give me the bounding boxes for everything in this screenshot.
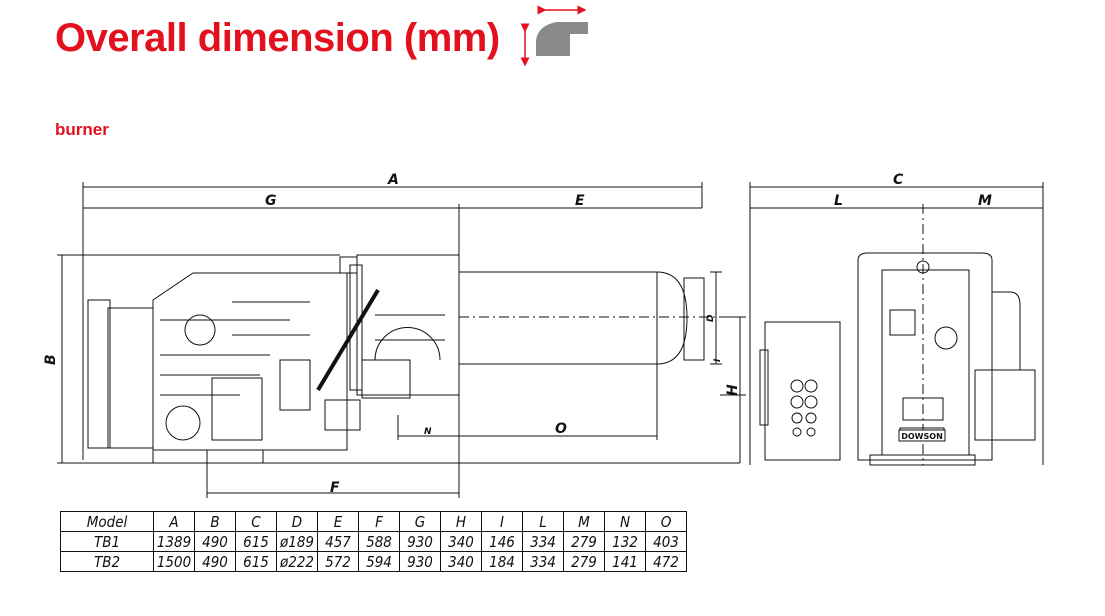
table-cell: 146 (481, 531, 523, 552)
svg-text:O: O (555, 421, 567, 437)
svg-text:H: H (725, 384, 741, 396)
table-cell: 340 (440, 531, 482, 552)
table-header: I (481, 511, 523, 532)
svg-text:L: L (834, 193, 843, 209)
svg-text:N: N (424, 427, 432, 437)
table-cell: 279 (563, 531, 605, 552)
table-header: O (645, 511, 687, 532)
svg-text:A: A (387, 172, 399, 188)
table-header: B (194, 511, 236, 532)
brand-plate: DOWSON (901, 432, 943, 441)
table-cell: 588 (358, 531, 400, 552)
table-cell: 930 (399, 551, 441, 572)
table-header-row: Model A B C D E F G H I L M N O (60, 511, 687, 532)
table-cell: 472 (645, 551, 687, 572)
burner-technical-drawing: A G E B F O N D I H C L M DOWSON (43, 172, 1044, 498)
table-cell: 141 (604, 551, 646, 572)
svg-text:G: G (265, 193, 277, 209)
svg-text:M: M (978, 193, 992, 209)
table-cell: 279 (563, 551, 605, 572)
table-cell: 594 (358, 551, 400, 572)
svg-text:C: C (893, 172, 904, 188)
table-cell: 572 (317, 551, 359, 572)
table-cell: 132 (604, 531, 646, 552)
table-cell: TB1 (60, 531, 154, 552)
table-cell: 615 (235, 531, 277, 552)
table-cell: 930 (399, 531, 441, 552)
table-header: H (440, 511, 482, 532)
table-cell: 403 (645, 531, 687, 552)
table-cell: 490 (194, 551, 236, 572)
table-cell: 457 (317, 531, 359, 552)
table-header: L (522, 511, 564, 532)
svg-text:E: E (575, 193, 585, 209)
table-row: TB2 1500 490 615 ø222 572 594 930 340 18… (60, 551, 687, 572)
section-subtitle: burner (55, 120, 109, 139)
table-cell: 490 (194, 531, 236, 552)
table-cell: ø189 (276, 531, 318, 552)
svg-text:I: I (713, 358, 723, 362)
table-header: E (317, 511, 359, 532)
table-header: C (235, 511, 277, 532)
burner-direction-icon (520, 5, 588, 66)
table-header: G (399, 511, 441, 532)
svg-text:D: D (706, 314, 716, 322)
table-row: TB1 1389 490 615 ø189 457 588 930 340 14… (60, 531, 687, 552)
table-cell: 1500 (153, 551, 195, 572)
dimension-table: Model A B C D E F G H I L M N O TB1 1389… (60, 511, 687, 572)
svg-text:F: F (330, 480, 340, 496)
svg-text:B: B (43, 354, 59, 365)
table-header: D (276, 511, 318, 532)
table-cell: 1389 (153, 531, 195, 552)
table-header: F (358, 511, 400, 532)
table-header: Model (60, 511, 154, 532)
table-cell: 615 (235, 551, 277, 572)
table-cell: 334 (522, 551, 564, 572)
table-cell: 340 (440, 551, 482, 572)
table-cell: ø222 (276, 551, 318, 572)
table-cell: TB2 (60, 551, 154, 572)
table-header: N (604, 511, 646, 532)
page-title: Overall dimension (mm) (55, 16, 500, 60)
table-header: M (563, 511, 605, 532)
table-cell: 334 (522, 531, 564, 552)
table-header: A (153, 511, 195, 532)
table-cell: 184 (481, 551, 523, 572)
